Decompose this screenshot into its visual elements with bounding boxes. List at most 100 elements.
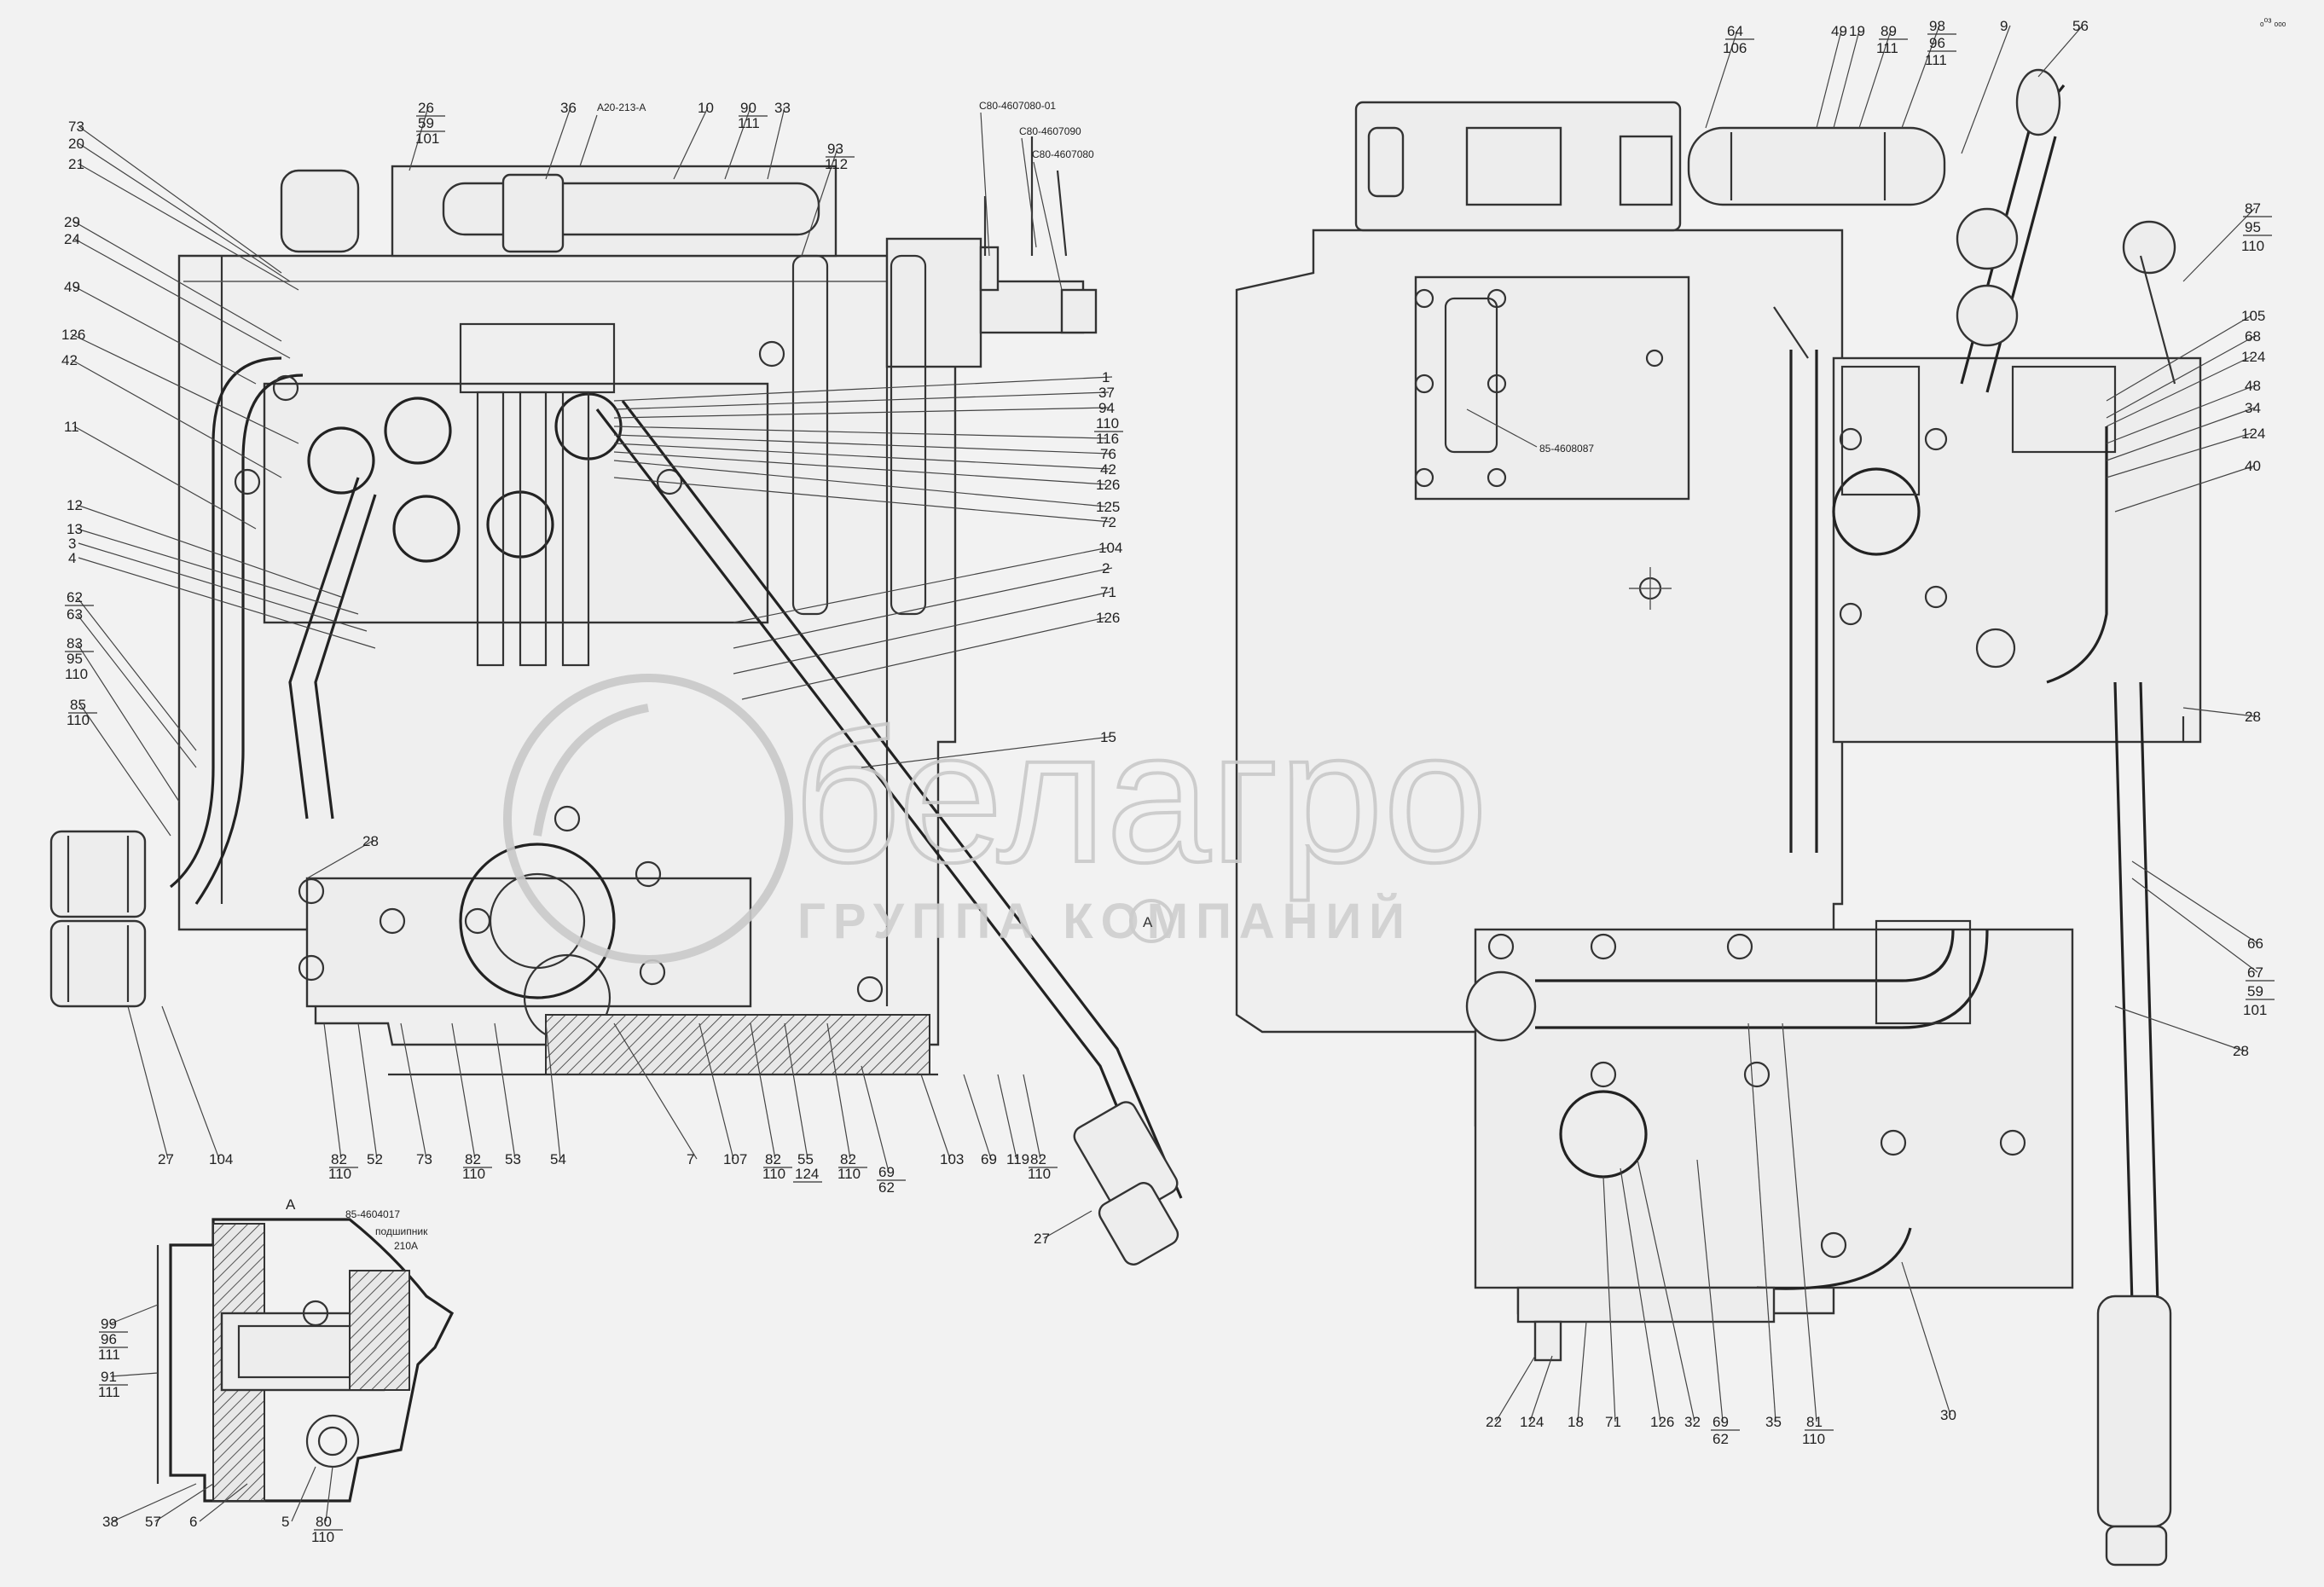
designation-section: 85-4604017 bbox=[345, 1208, 400, 1220]
leader-line bbox=[1696, 1159, 1724, 1422]
leader-line bbox=[2131, 877, 2258, 973]
right-view bbox=[1235, 68, 2202, 1567]
section-a-view bbox=[156, 1218, 455, 1503]
leader-line bbox=[2114, 465, 2256, 513]
callout-l-67: 67 bbox=[2247, 964, 2263, 981]
callout-l-73b: 73 bbox=[416, 1151, 432, 1167]
leader-line bbox=[154, 1483, 214, 1522]
callout-l-68: 68 bbox=[2245, 328, 2261, 345]
leader-line bbox=[1901, 1261, 1951, 1416]
callout-l-126c: 126 bbox=[1096, 610, 1120, 626]
callout-l-90: 90 bbox=[740, 100, 756, 116]
callout-l-110j: 110 bbox=[2241, 238, 2264, 254]
callout-l-85: 85 bbox=[70, 697, 86, 713]
callout-l-66: 66 bbox=[2247, 935, 2263, 952]
callout-l-49: 49 bbox=[64, 279, 80, 295]
leader-line bbox=[451, 1022, 476, 1160]
leader-line bbox=[741, 617, 1107, 700]
leader-line bbox=[1620, 1167, 1661, 1422]
callout-l-80: 80 bbox=[316, 1514, 332, 1530]
leader-line bbox=[2037, 25, 2083, 78]
callout-l-9: 9 bbox=[2000, 18, 2008, 34]
callout-l-110a: 110 bbox=[65, 666, 88, 682]
callout-l-82d: 82 bbox=[840, 1151, 856, 1167]
leader-line bbox=[613, 434, 1111, 455]
leader-line bbox=[78, 142, 291, 282]
callout-l-101b: 101 bbox=[2243, 1002, 2267, 1018]
leader-line bbox=[613, 477, 1111, 523]
leader-line bbox=[861, 736, 1111, 768]
callout-l-69a: 69 bbox=[878, 1164, 895, 1180]
callout-l-22: 22 bbox=[1486, 1414, 1502, 1430]
leader-line bbox=[199, 1483, 248, 1522]
right-nameplate bbox=[1414, 275, 1690, 501]
callout-l-53: 53 bbox=[505, 1151, 521, 1167]
callout-l-4: 4 bbox=[68, 550, 76, 566]
callout-l-110b: 110 bbox=[67, 712, 90, 728]
designation-nameplate: 85-4608087 bbox=[1539, 443, 1594, 455]
watermark: белагро ГРУППА КОМПАНИЙ А bbox=[503, 674, 1489, 964]
leader-line bbox=[1023, 1074, 1041, 1160]
callout-l-110g: 110 bbox=[837, 1166, 861, 1182]
callout-l-76: 76 bbox=[1100, 446, 1116, 462]
designation-valve-1: С80-4607080-01 bbox=[979, 100, 1056, 112]
callout-l-110h: 110 bbox=[1028, 1166, 1051, 1182]
leader-line bbox=[2106, 407, 2256, 461]
leader-line bbox=[1602, 1176, 1616, 1422]
leader-line bbox=[2182, 707, 2256, 717]
callout-l-11: 11 bbox=[64, 419, 79, 435]
leader-line bbox=[673, 107, 709, 180]
leader-line bbox=[110, 1372, 159, 1377]
callout-l-6: 6 bbox=[189, 1514, 197, 1530]
callout-l-32: 32 bbox=[1684, 1414, 1701, 1430]
callout-l-48: 48 bbox=[2245, 378, 2261, 394]
callout-l-95a: 95 bbox=[67, 651, 83, 667]
callout-l-111c: 111 bbox=[98, 1384, 120, 1400]
callout-l-112: 112 bbox=[825, 156, 848, 172]
callout-l-111e: 111 bbox=[1925, 52, 1947, 68]
left-bolts bbox=[234, 340, 884, 1003]
leader-line bbox=[76, 596, 197, 751]
left-gear-hub bbox=[459, 843, 616, 999]
callout-l-106: 106 bbox=[1723, 40, 1747, 56]
callout-l-37: 37 bbox=[1098, 385, 1115, 401]
leader-line bbox=[112, 1483, 197, 1522]
right-bolts bbox=[1487, 427, 2026, 1259]
callout-l-63: 63 bbox=[67, 606, 83, 623]
callout-l-27b: 27 bbox=[1034, 1231, 1050, 1247]
callout-l-110d: 110 bbox=[328, 1166, 351, 1182]
callout-labels: 7320212924491264211121334626383951108511… bbox=[61, 18, 2275, 1545]
callout-l-99: 99 bbox=[101, 1316, 117, 1332]
leader-line bbox=[306, 840, 374, 879]
callout-l-18: 18 bbox=[1568, 1414, 1584, 1430]
callout-l-69b: 69 bbox=[981, 1151, 997, 1167]
leader-line bbox=[698, 1022, 734, 1160]
leader-line bbox=[733, 547, 1110, 623]
leader-line bbox=[733, 591, 1111, 675]
leader-line bbox=[613, 426, 1107, 439]
designation-bearing-2: 210А bbox=[394, 1240, 418, 1252]
callout-l-107: 107 bbox=[723, 1151, 747, 1167]
callout-l-62b: 62 bbox=[878, 1179, 895, 1196]
leader-line bbox=[1747, 1022, 1776, 1422]
leader-line bbox=[1901, 25, 1940, 129]
callout-l-33: 33 bbox=[774, 100, 791, 116]
corner-mark: ₒ⁰³ ₒₒₒ bbox=[2260, 16, 2286, 28]
leader-line bbox=[78, 125, 282, 274]
leader-line bbox=[291, 1466, 316, 1522]
callout-l-104a: 104 bbox=[1098, 540, 1122, 556]
callout-l-125: 125 bbox=[1096, 499, 1120, 515]
leader-line bbox=[1833, 30, 1860, 129]
leader-line bbox=[2106, 385, 2256, 444]
callout-l-36: 36 bbox=[560, 100, 577, 116]
leader-line bbox=[613, 407, 1110, 419]
leader-line bbox=[920, 1074, 951, 1160]
callout-l-91: 91 bbox=[101, 1369, 117, 1385]
leader-line bbox=[161, 1005, 220, 1160]
callout-l-96b: 96 bbox=[1929, 35, 1945, 51]
callout-l-94: 94 bbox=[1098, 400, 1115, 416]
leader-line bbox=[73, 426, 257, 530]
leader-line bbox=[71, 359, 282, 478]
callout-l-64: 64 bbox=[1727, 23, 1743, 39]
callout-l-71a: 71 bbox=[1100, 584, 1116, 600]
